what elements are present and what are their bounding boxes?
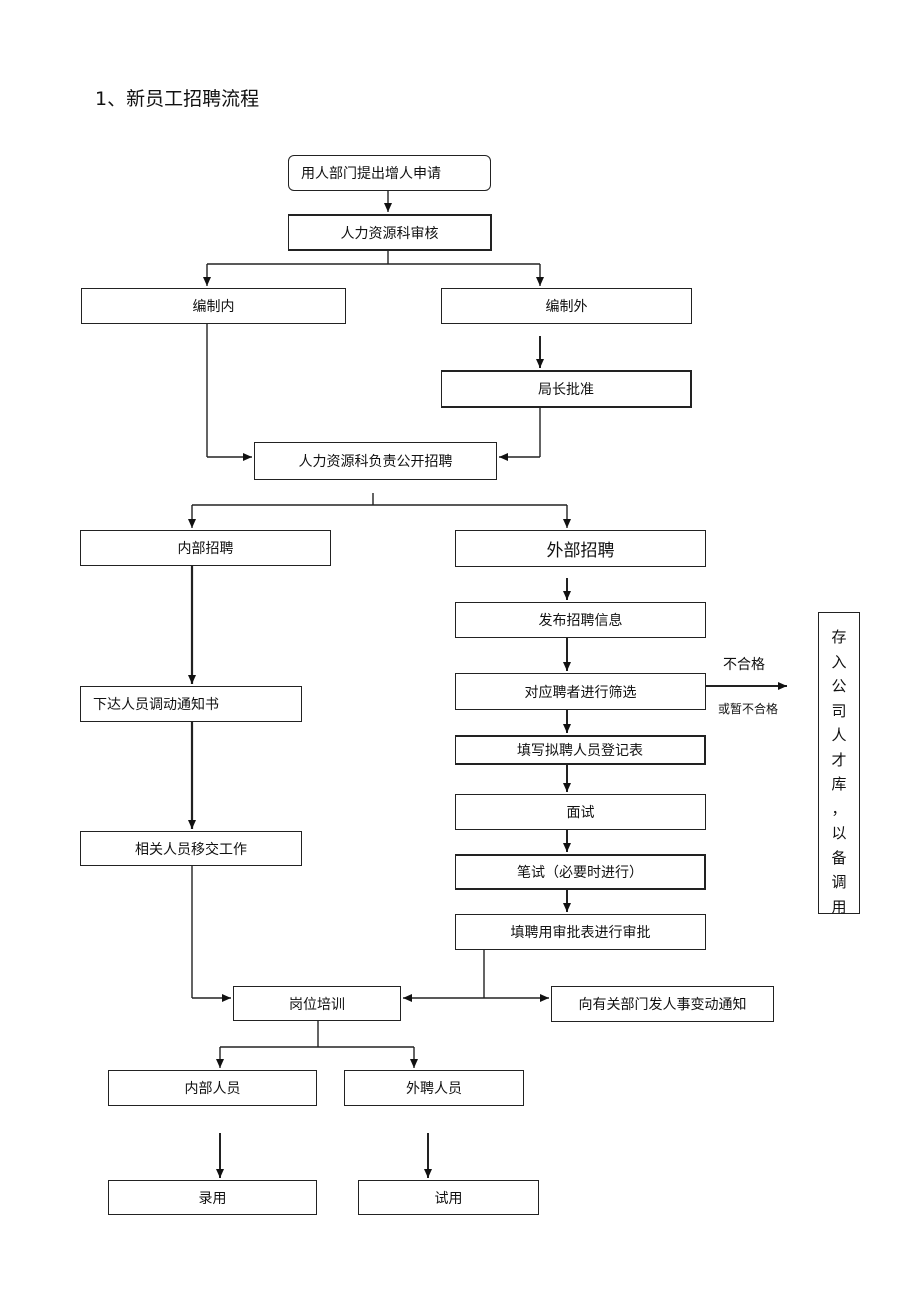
within-quota-step: 编制内: [81, 288, 346, 324]
talent-pool-char: 用: [831, 897, 847, 916]
hire-step: 录用: [108, 1180, 317, 1215]
written-test-step: 笔试（必要时进行）: [455, 854, 706, 890]
director-approve-step: 局长批准: [441, 370, 692, 408]
talent-pool-char: 以: [831, 824, 847, 842]
probation-step: 试用: [358, 1180, 539, 1215]
internal-recruit-step: 内部招聘: [80, 530, 331, 566]
talent-pool-char: 入: [831, 652, 847, 671]
hr-review-step: 人力资源科审核: [288, 214, 492, 251]
talent-pool-char: 库: [831, 775, 847, 793]
fill-form-step: 填写拟聘人员登记表: [455, 735, 706, 765]
public-recruit-step: 人力资源科负责公开招聘: [254, 442, 497, 480]
screen-applicants-step: 对应聘者进行筛选: [455, 673, 706, 710]
internal-staff-step: 内部人员: [108, 1070, 317, 1106]
talent-pool-char: 才: [831, 750, 847, 769]
talent-pool-char: 公: [831, 677, 847, 695]
unqualified-label: 不合格: [723, 657, 765, 673]
talent-pool-box: 存 入 公 司 人 才 库 ， 以 备 调 用: [818, 612, 860, 916]
talent-pool-char: 调: [831, 873, 847, 891]
external-staff-step: 外聘人员: [344, 1070, 524, 1106]
talent-pool-char: 存: [831, 628, 847, 646]
talent-pool-char: 人: [831, 726, 847, 744]
personnel-notice-step: 向有关部门发人事变动通知: [551, 986, 774, 1022]
interview-step: 面试: [455, 794, 706, 830]
training-step: 岗位培训: [233, 986, 401, 1021]
talent-pool-char: 司: [831, 701, 847, 720]
external-recruit-step: 外部招聘: [455, 530, 706, 567]
publish-info-step: 发布招聘信息: [455, 602, 706, 638]
talent-pool-char: 备: [831, 848, 847, 867]
apply-step: 用人部门提出增人申请: [288, 155, 491, 191]
transfer-notice-step: 下达人员调动通知书: [80, 686, 302, 722]
approval-form-step: 填聘用审批表进行审批: [455, 914, 706, 950]
outside-quota-step: 编制外: [441, 288, 692, 324]
page-title: 1、新员工招聘流程: [95, 88, 260, 110]
temp-unqualified-label: 或暂不合格: [718, 702, 779, 716]
handover-step: 相关人员移交工作: [80, 831, 302, 866]
talent-pool-char: ，: [831, 799, 847, 818]
